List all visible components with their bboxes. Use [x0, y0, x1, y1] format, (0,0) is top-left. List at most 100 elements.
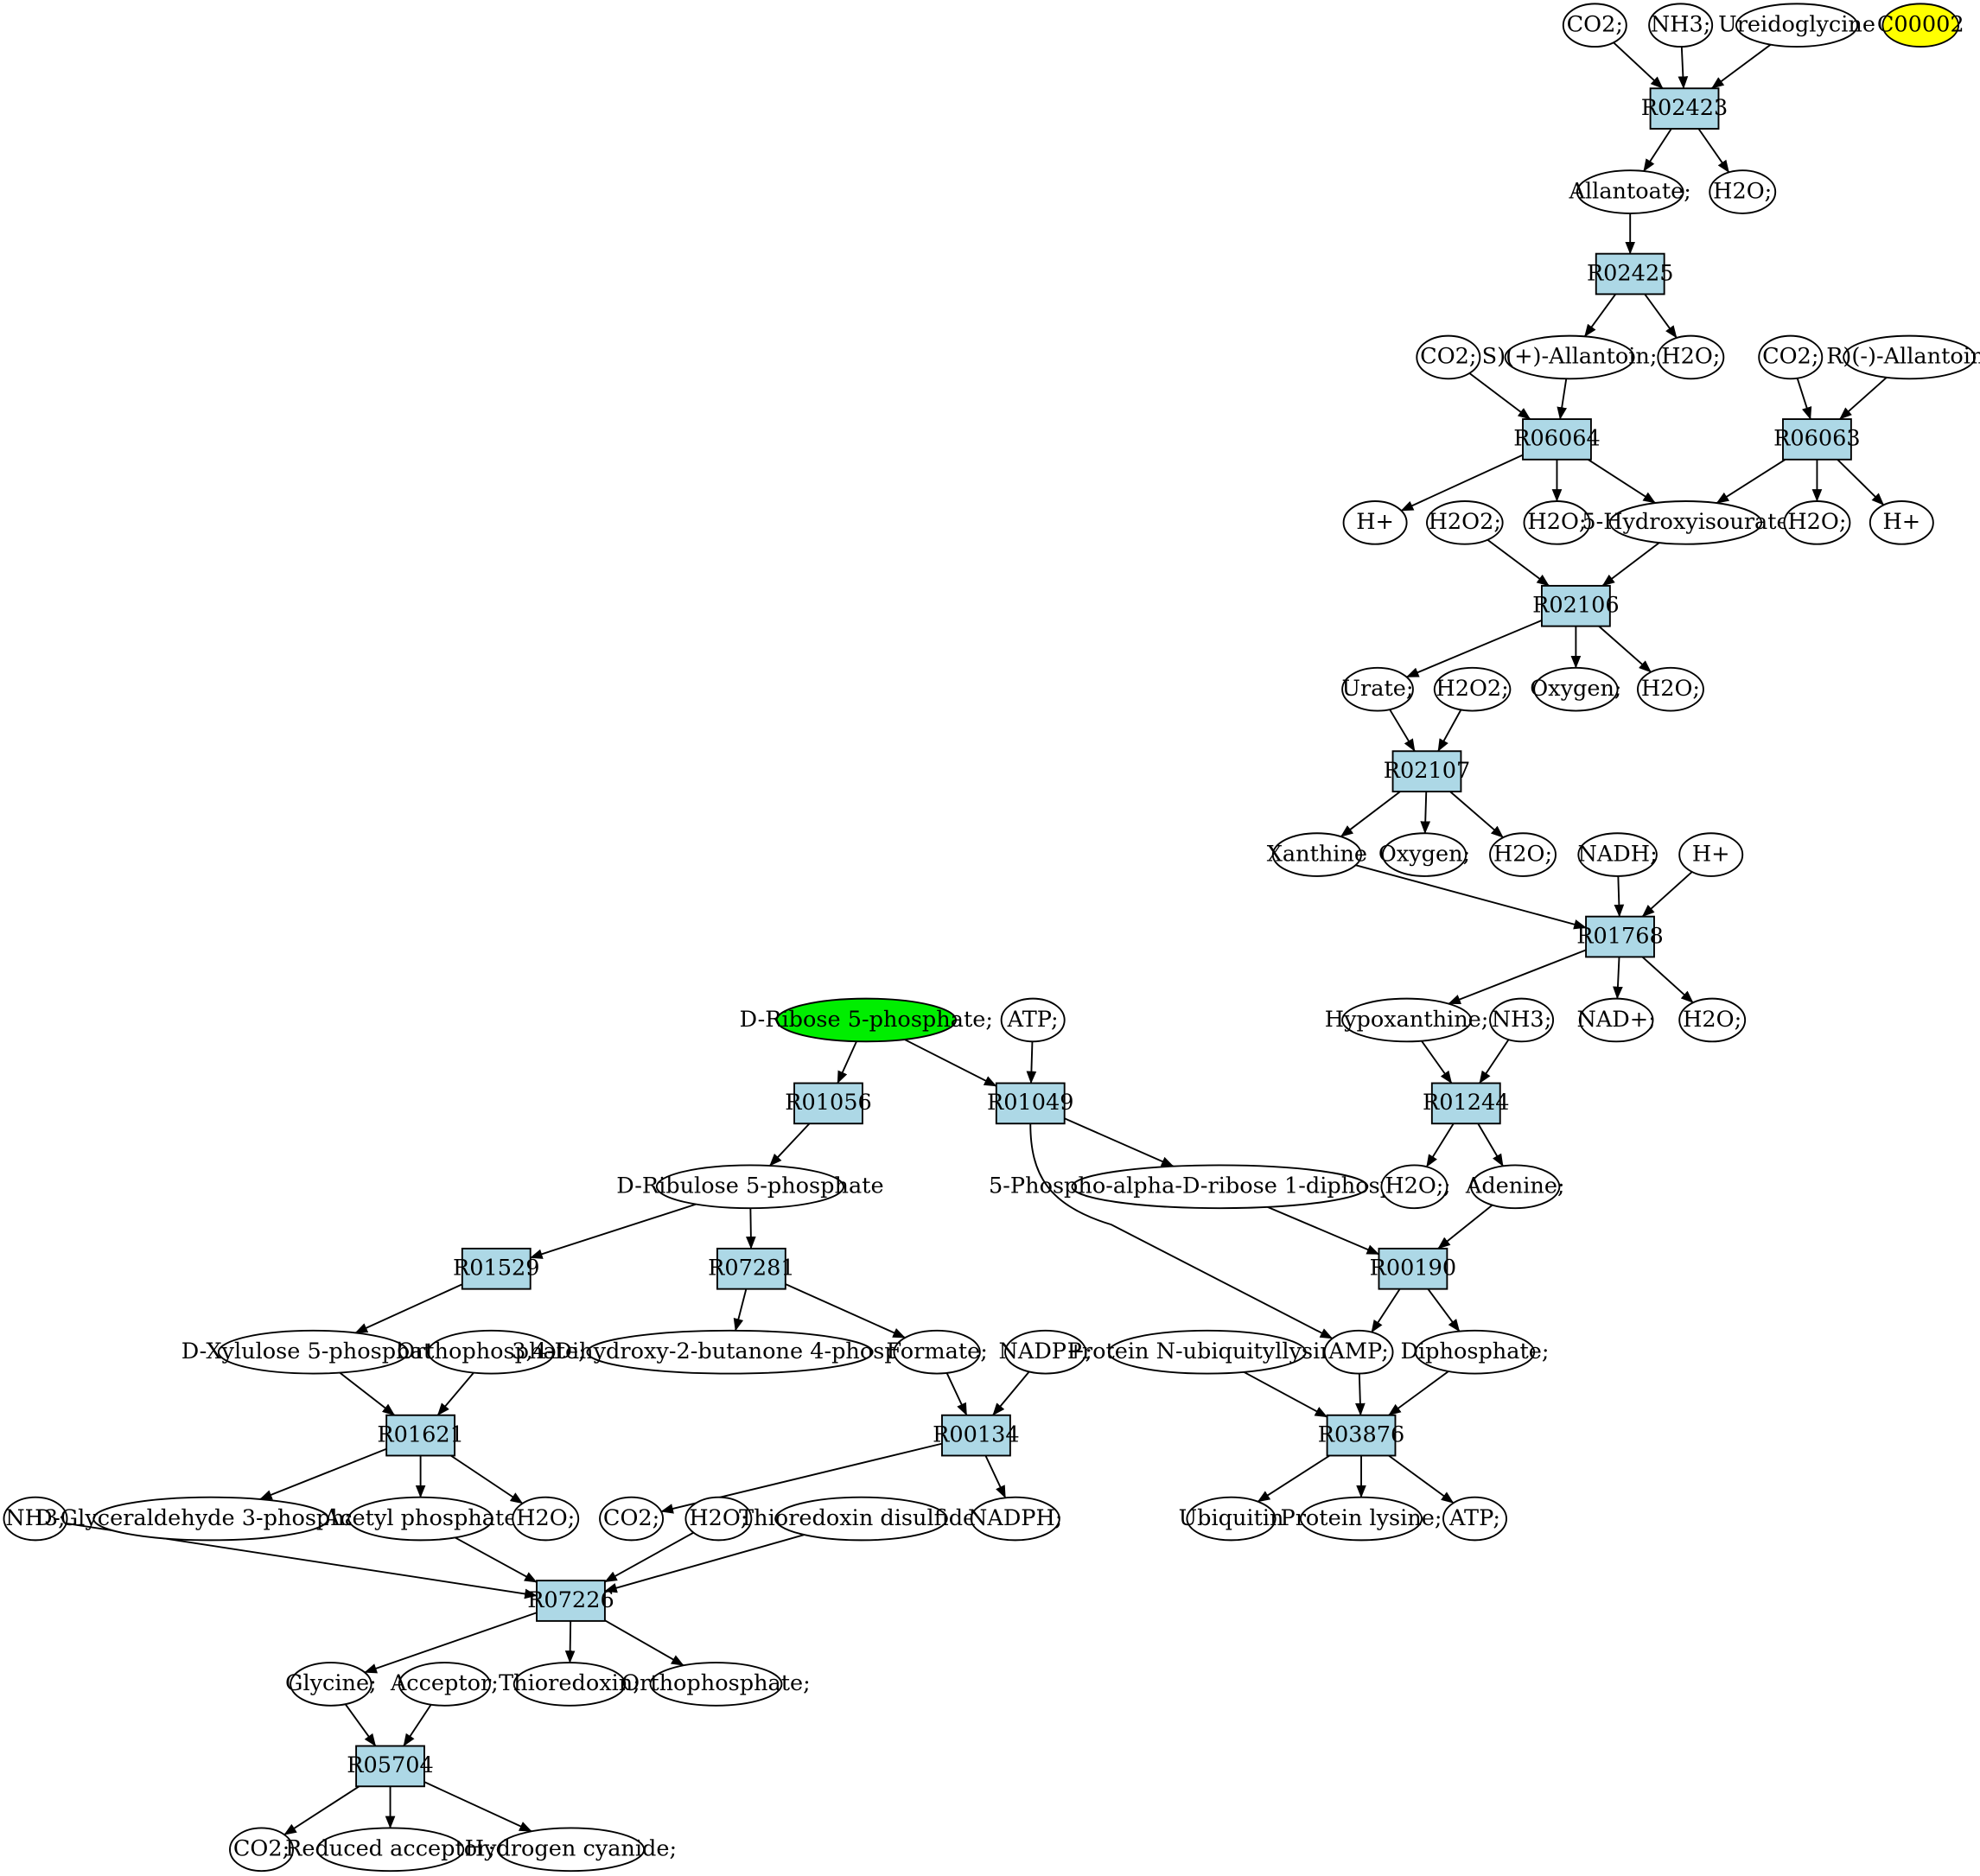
compound-shape — [1881, 3, 1960, 48]
compound-label: H2O; — [1787, 509, 1846, 535]
compound-node-nadpplus: NADP+; — [999, 1329, 1092, 1375]
compound-shape — [290, 1662, 372, 1707]
compound-label: CO2; — [1420, 344, 1476, 370]
compound-label: NADH; — [1578, 841, 1658, 867]
compound-shape — [1271, 832, 1362, 877]
reaction-node-r02425: R02425 — [1587, 252, 1673, 296]
reaction-label: R01621 — [377, 1421, 464, 1447]
compound-shape — [1758, 334, 1824, 380]
reaction-node-r02106: R02106 — [1532, 584, 1620, 627]
compound-node-hcn: Hydrogen cyanide; — [465, 1827, 677, 1873]
compound-shape — [229, 1827, 294, 1873]
reaction-node-r02107: R02107 — [1384, 750, 1470, 792]
compound-shape — [347, 1496, 493, 1542]
compound-label: Xanthine — [1267, 841, 1367, 867]
compound-shape — [774, 1496, 948, 1542]
edge-r06064-to-hplus_a — [1400, 454, 1524, 512]
compound-node-h2o-g: H2O; — [1678, 997, 1747, 1043]
edge-r01244-to-adenine — [1477, 1122, 1504, 1167]
reaction-label: R06063 — [1773, 426, 1861, 452]
edge-hplus_c-to-r01768 — [1641, 871, 1693, 918]
reaction-node-r07226: R07226 — [527, 1580, 614, 1622]
edge-glycine-to-r05704 — [344, 1703, 377, 1747]
edge-atp_a-to-r01049 — [1026, 1041, 1037, 1084]
compound-node-acetylphosphate: Acetyl phosphate — [323, 1496, 517, 1542]
reaction-box — [716, 1247, 786, 1290]
compound-node-co2-b: CO2; — [1416, 334, 1481, 380]
compound-node-reduced-acceptor: Reduced acceptor; — [285, 1827, 495, 1873]
compound-shape — [1186, 1496, 1276, 1542]
reaction-box — [1522, 418, 1592, 461]
compound-node-co2-c: CO2; — [1758, 334, 1824, 380]
reaction-label: R00190 — [1370, 1256, 1457, 1281]
compound-label: D-Ribulose 5-phosphate — [616, 1173, 883, 1199]
edge-r01529-to-xylulose5p — [354, 1283, 463, 1334]
compound-node-h2o2-a: H2O2; — [1426, 500, 1504, 545]
reaction-node-r01056: R01056 — [785, 1082, 872, 1125]
edge-r01768-to-hypoxanthine — [1448, 949, 1587, 1005]
compound-label: CO2; — [233, 1836, 290, 1862]
compound-shape — [1323, 1329, 1394, 1375]
reaction-box — [1391, 750, 1462, 792]
compound-label: H2O2; — [1436, 676, 1508, 702]
compound-label: D-Glyceraldehyde 3-phosphate; — [35, 1505, 387, 1531]
edge-r01621-to-h2o_i — [450, 1454, 524, 1504]
compound-shape — [1380, 1164, 1448, 1210]
compound-shape — [1470, 1164, 1561, 1210]
compound-node-hydroxyisourate: 5-Hydroxyisourate — [1582, 500, 1790, 545]
compound-shape — [1735, 3, 1859, 48]
edge-r06063-to-hplus_b — [1837, 459, 1885, 506]
compound-node-hplus-c: H+ — [1678, 832, 1744, 877]
compound-shape — [1299, 1496, 1423, 1542]
edge-xanthine-to-r01768 — [1355, 864, 1587, 930]
compound-shape — [1504, 334, 1635, 380]
compound-node-h2o-c: H2O; — [1523, 500, 1591, 545]
edge-r07281-to-dhbp — [733, 1288, 748, 1332]
reaction-label: R01529 — [453, 1256, 540, 1281]
compound-label: Protein N-ubiquityllysine — [1067, 1339, 1347, 1364]
edge-xylulose5p-to-r01621 — [339, 1371, 396, 1416]
compound-node-thioredoxin-ss: Thioredoxin disulfide; — [739, 1496, 984, 1542]
edge-h2o_j-to-r07226 — [604, 1531, 694, 1583]
reaction-box — [1326, 1414, 1397, 1457]
compound-node-oxygen-a: Oxygen; — [1530, 666, 1622, 712]
compound-label: C00002 — [1877, 12, 1964, 38]
edge-r02425-to-s_allantoin — [1583, 293, 1617, 337]
compound-node-hplus-a: H+ — [1342, 500, 1408, 545]
edge-ribulose5p-to-r07281 — [746, 1208, 756, 1250]
reaction-box — [1782, 418, 1852, 461]
edge-hydroxyisourate-to-r02106 — [1601, 542, 1660, 587]
compound-label: Ubiquitin — [1179, 1505, 1284, 1531]
compound-shape — [1657, 334, 1725, 380]
reaction-node-r06063: R06063 — [1773, 418, 1861, 461]
reaction-box — [355, 1745, 425, 1788]
reaction-box — [1378, 1247, 1448, 1290]
compound-shape — [217, 1329, 409, 1375]
edge-prpp-to-r00190 — [1267, 1205, 1380, 1256]
compound-shape — [775, 997, 958, 1043]
compound-label: CO2; — [1762, 344, 1818, 370]
compound-node-r-allantoin: R)(-)-Allantoin; — [1826, 334, 1980, 380]
edge-r07226-to-glycine — [364, 1612, 538, 1674]
compound-label: Hypoxanthine; — [1325, 1007, 1489, 1033]
compound-shape — [1342, 500, 1408, 545]
edge-r00190-to-amp — [1371, 1288, 1401, 1333]
edge-r02106-to-urate — [1405, 620, 1543, 678]
edge-r02106-to-h2o_e — [1598, 625, 1652, 673]
compound-label: NH3; — [5, 1505, 66, 1531]
edge-acetylphosphate-to-r07226 — [455, 1536, 538, 1583]
edge-r05704-to-hcn — [423, 1781, 532, 1833]
edge-nh3_b-to-r01244 — [1479, 1039, 1510, 1084]
compound-node-h2o-i: H2O; — [512, 1496, 580, 1542]
edge-r03876-to-ubiquitin — [1257, 1454, 1331, 1503]
compound-shape — [1533, 666, 1619, 712]
compound-shape — [1678, 997, 1747, 1043]
compound-shape — [599, 1496, 665, 1542]
reaction-node-r07281: R07281 — [708, 1247, 795, 1290]
compound-node-xanthine: Xanthine — [1267, 832, 1367, 877]
compound-shape — [512, 1496, 580, 1542]
edge-orthophosphate_a-to-r01621 — [436, 1371, 474, 1416]
compound-node-ribulose5p: D-Ribulose 5-phosphate — [616, 1164, 884, 1210]
compound-node-g3p: D-Glyceraldehyde 3-phosphate; — [35, 1496, 387, 1542]
compound-node-nh3-a: NH3; — [1648, 3, 1714, 48]
